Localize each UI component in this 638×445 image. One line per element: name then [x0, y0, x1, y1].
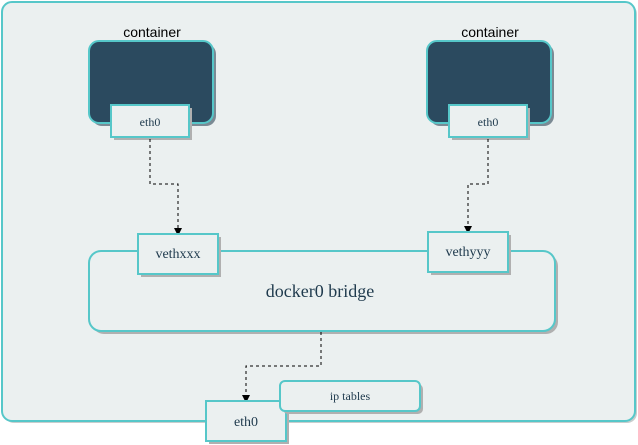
- bridge-label: docker0 bridge: [266, 281, 374, 301]
- host-eth0-box: [205, 400, 287, 442]
- vethxxx-label: vethxxx: [155, 247, 200, 262]
- connector-left-eth0-to-vethxxx: [149, 139, 182, 236]
- vethxxx-box: [137, 233, 219, 275]
- vethyyy-label: vethyyy: [445, 245, 490, 260]
- container-right-eth0-label: eth0: [478, 115, 499, 129]
- host-eth0-label: eth0: [234, 415, 258, 430]
- iptables-label: ip tables: [330, 389, 371, 403]
- container-left-label: container: [123, 24, 181, 40]
- container-right-eth0-box: [448, 104, 528, 138]
- container-left-eth0-label: eth0: [140, 115, 161, 129]
- connector-right-eth0-to-vethyyy: [464, 139, 489, 234]
- vethyyy-box: [427, 231, 509, 273]
- container-left-eth0-box: [110, 104, 190, 138]
- iptables-box: [279, 380, 421, 412]
- container-right-label: container: [461, 24, 519, 40]
